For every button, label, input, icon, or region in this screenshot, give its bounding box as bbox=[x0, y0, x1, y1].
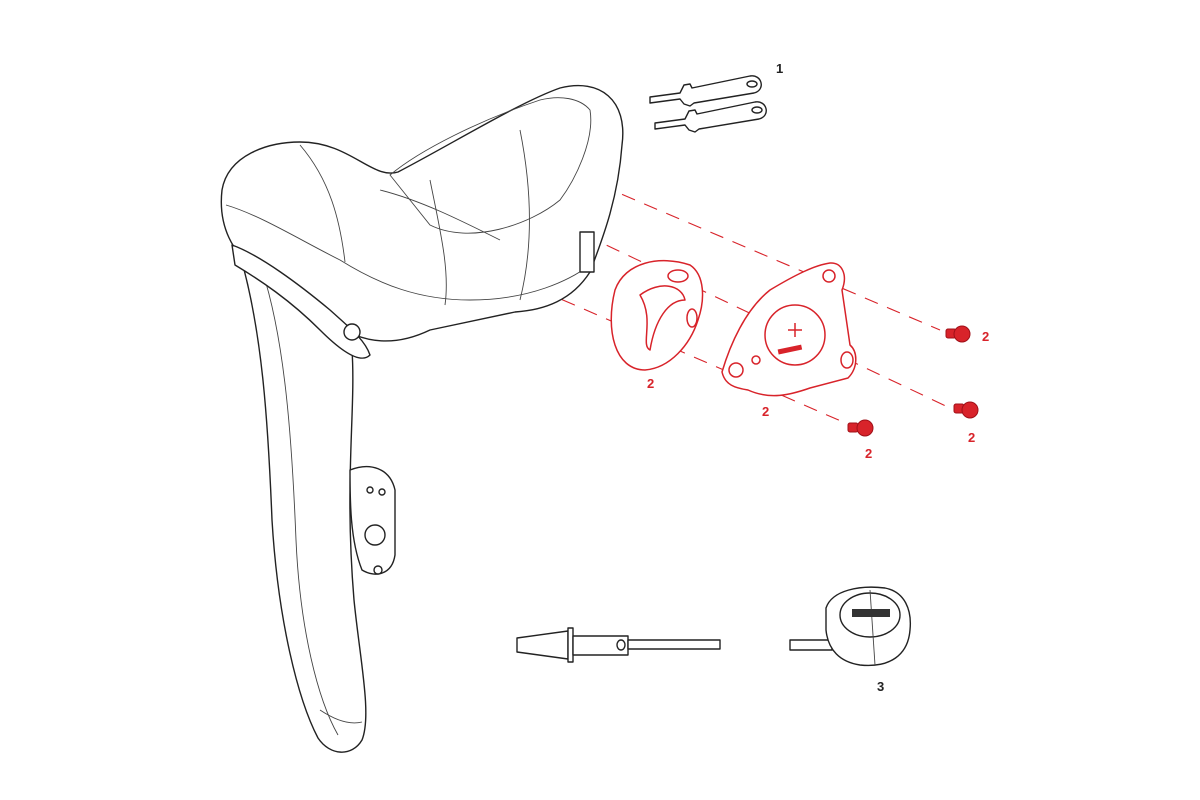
callout-label: 1 bbox=[776, 61, 783, 76]
pin bbox=[654, 101, 767, 133]
callout-label: 2 bbox=[982, 329, 989, 344]
cover-part-2 bbox=[610, 259, 704, 371]
lever-clamp bbox=[349, 466, 396, 575]
callouts: 1 2 2 2 2 2 3 bbox=[647, 61, 989, 694]
assembly-line bbox=[539, 289, 851, 426]
callout-label: 2 bbox=[968, 430, 975, 445]
cover-cutout bbox=[639, 285, 686, 351]
plate-part-2 bbox=[721, 262, 857, 397]
shifter-lever bbox=[220, 84, 624, 753]
callout-label: 2 bbox=[647, 376, 654, 391]
callout-label: 2 bbox=[865, 446, 872, 461]
screw bbox=[847, 419, 874, 437]
pivot-bolt bbox=[343, 323, 361, 341]
battery-module-part-3 bbox=[789, 586, 912, 667]
screws-part-2 bbox=[847, 325, 979, 437]
screw bbox=[953, 401, 979, 419]
mount-tab bbox=[579, 231, 595, 273]
shift-paddle bbox=[231, 244, 371, 359]
pins-part-1 bbox=[649, 75, 767, 133]
pin bbox=[649, 75, 762, 107]
sram-logo bbox=[852, 609, 890, 617]
callout-label: 2 bbox=[762, 404, 769, 419]
callout-label: 3 bbox=[877, 679, 884, 694]
bleed-tool bbox=[516, 627, 721, 663]
assembly-line bbox=[599, 184, 941, 331]
screw bbox=[945, 325, 971, 343]
